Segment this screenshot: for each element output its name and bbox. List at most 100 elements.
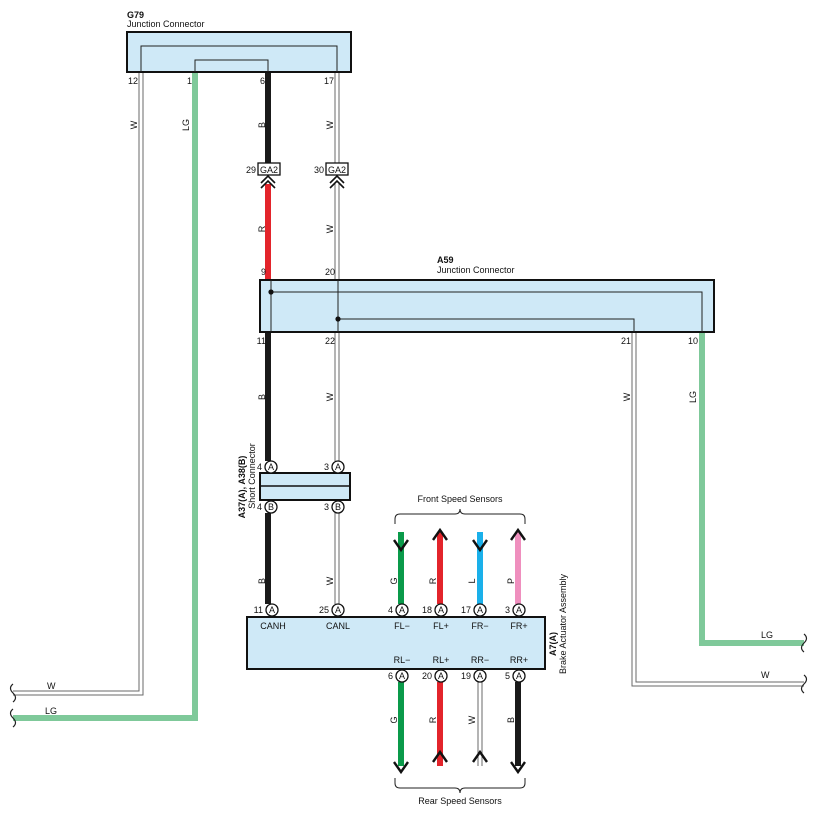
- actuator-label-rl-plus: RL+: [433, 655, 450, 665]
- g79-pin-6: 6: [260, 76, 265, 86]
- pin-letter-a: A: [477, 671, 483, 681]
- pin-letter-a: A: [269, 605, 275, 615]
- arrow-down-fr-minus: [472, 539, 488, 553]
- pin-letter-a: A: [516, 605, 522, 615]
- ga2-connectors: [257, 162, 349, 189]
- actuator-pin-25: 25: [319, 605, 329, 615]
- actuator-label-fr-minus: FR−: [471, 621, 488, 631]
- g79-box: [126, 31, 352, 73]
- rear-sensors-title: Rear Speed Sensors: [418, 796, 502, 806]
- wire-label-w: W: [325, 392, 335, 401]
- short-connector-code: A37(A), A38(B): [237, 456, 247, 519]
- arrow-up-fl-plus: [432, 527, 448, 541]
- actuator-pin-3: 3: [505, 605, 510, 615]
- pin-letter-a: A: [438, 605, 444, 615]
- arrow-down-fl-minus: [393, 539, 409, 553]
- pin-letter-b: B: [335, 502, 341, 512]
- pin-circle: [265, 603, 279, 617]
- wire-label-lg: LG: [45, 706, 57, 716]
- pin-circle: [473, 603, 487, 617]
- a59-internal-bus-w: [337, 280, 635, 332]
- actuator-label-rr-minus: RR−: [471, 655, 489, 665]
- actuator-name: Brake Actuator Assembly: [558, 573, 568, 674]
- pin-letter-a: A: [268, 462, 274, 472]
- wires: [13, 71, 804, 766]
- pin-circles: [264, 460, 526, 683]
- break-mark-left-lg: [9, 708, 17, 728]
- actuator-box: [246, 616, 546, 670]
- pin-letter-a: A: [335, 605, 341, 615]
- ga2-left-chevron-icon: [260, 174, 276, 189]
- actuator-pin-6: 6: [388, 671, 393, 681]
- pin-circle: [512, 669, 526, 683]
- arrow-up-rl-plus: [432, 749, 448, 763]
- pin-circle: [473, 669, 487, 683]
- wire-label-w: W: [129, 120, 139, 129]
- pin-circle: [264, 500, 278, 514]
- short-connector: [259, 472, 351, 501]
- a59-splice-dot: [335, 316, 341, 322]
- pin-circle: [512, 603, 526, 617]
- pin-circle: [395, 603, 409, 617]
- wire-label-r: R: [257, 225, 267, 232]
- actuator-pin-4: 4: [388, 605, 393, 615]
- pin-letter-a: A: [477, 605, 483, 615]
- actuator-connector: [246, 616, 546, 670]
- arrow-up-fr-plus: [510, 527, 526, 541]
- actuator-label-canh: CANH: [260, 621, 286, 631]
- pin-letter-b: B: [268, 502, 274, 512]
- actuator-label-fl-plus: FL+: [433, 621, 449, 631]
- g79-connector: [126, 31, 352, 73]
- wire-label-b: B: [257, 394, 267, 400]
- wire-label-r: R: [428, 577, 438, 584]
- pin-circle: [331, 500, 345, 514]
- wire-w-g79-12: [13, 71, 144, 696]
- ga2-left-pin: 29: [246, 165, 256, 175]
- a59-internal-bus-b: [270, 280, 703, 332]
- wire-label-w: W: [47, 681, 56, 691]
- wire-lg-a59-10: [699, 332, 804, 646]
- arrow-down-rl-minus: [393, 761, 409, 775]
- a59-pin-20: 20: [325, 267, 335, 277]
- labels: G79 Junction Connector 12 1 6 17 W LG B …: [45, 10, 773, 806]
- wire-label-w: W: [325, 224, 335, 233]
- a59-box: [259, 279, 715, 333]
- wire-label-w: W: [325, 120, 335, 129]
- short-conn-bottom-pin-3: 3: [324, 502, 329, 512]
- pin-letter-a: A: [516, 671, 522, 681]
- g79-code: G79: [127, 10, 144, 20]
- wire-label-p: P: [506, 578, 516, 584]
- pin-circle: [331, 603, 345, 617]
- actuator-label-fr-plus: FR+: [510, 621, 527, 631]
- break-mark-right-lg: [800, 633, 808, 653]
- g79-internal-bus: [140, 45, 338, 72]
- actuator-pin-11: 11: [254, 605, 263, 615]
- wire-label-w: W: [761, 670, 770, 680]
- wire-label-w: W: [325, 576, 335, 585]
- break-mark-left-w: [9, 683, 17, 703]
- front-sensors-title: Front Speed Sensors: [417, 494, 503, 504]
- ga2-left-label: GA2: [260, 165, 278, 175]
- break-mark-right-w: [800, 674, 808, 694]
- wire-label-lg: LG: [761, 630, 773, 640]
- g79-name: Junction Connector: [127, 19, 205, 29]
- pin-letter-a: A: [399, 605, 405, 615]
- wire-w-a59-21: [632, 332, 804, 686]
- a59-pin-21: 21: [621, 336, 631, 346]
- pin-circle: [395, 669, 409, 683]
- short-connector-name: Short Connector: [247, 443, 257, 509]
- actuator-code: A7(A): [548, 632, 558, 656]
- a59-connector: [259, 279, 715, 333]
- ga2-left-box: [257, 162, 281, 176]
- ga2-right-chevron-icon: [329, 174, 345, 189]
- wire-label-g: G: [389, 577, 399, 584]
- actuator-label-rl-minus: RL−: [394, 655, 411, 665]
- actuator-pin-20: 20: [422, 671, 432, 681]
- wire-label-lg: LG: [688, 391, 698, 403]
- actuator-label-canl: CANL: [326, 621, 350, 631]
- pin-circle: [434, 603, 448, 617]
- wire-label-l: L: [467, 578, 477, 583]
- wire-label-b: B: [257, 578, 267, 584]
- a59-splice-dot: [268, 289, 274, 295]
